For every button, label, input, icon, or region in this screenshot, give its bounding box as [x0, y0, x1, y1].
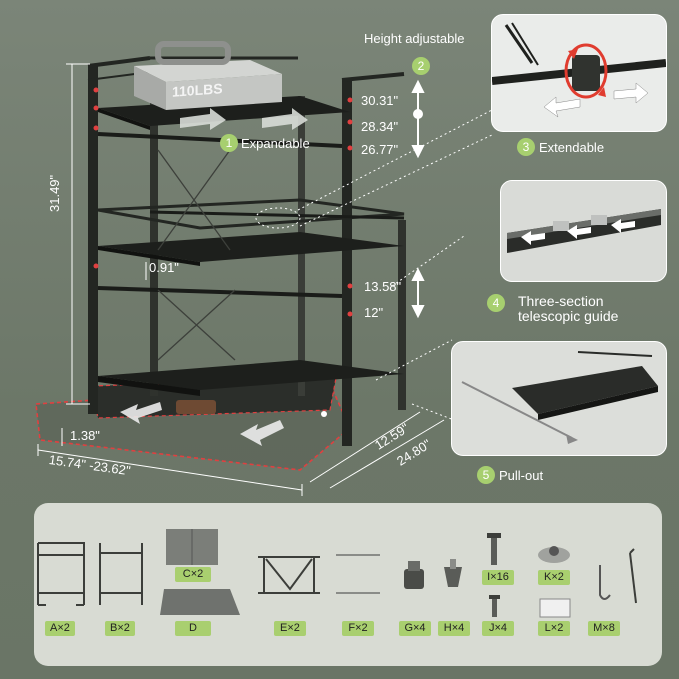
part-h-label: H×4 [438, 621, 470, 636]
parts-drawings [37, 529, 637, 618]
part-e-label: E×2 [274, 621, 306, 636]
badge-4: 4 [487, 294, 505, 312]
extendable-label: Extendable [539, 140, 605, 155]
extendable-detail-panel [491, 14, 667, 132]
part-d-label: D [175, 621, 211, 636]
parts-list-panel: A×2 B×2 C×2 D E×2 F×2 G×4 H×4 I×16 J×4 K… [34, 503, 662, 666]
badge-2: 2 [412, 57, 430, 75]
part-m-label: M×8 [588, 621, 620, 636]
pull-out-detail-panel [451, 341, 667, 456]
weight-block [134, 41, 282, 110]
telescopic-label-line1: Three-section [518, 293, 604, 309]
expandable-label: Expandable [241, 136, 310, 151]
part-l-label: L×2 [538, 621, 570, 636]
height-adjust-arrows [411, 79, 425, 319]
badge-1: 1 [220, 134, 238, 152]
part-c-label: C×2 [175, 567, 211, 582]
drawer-thickness-dim: 1.38" [70, 428, 100, 443]
expand-arrows-icon [180, 108, 308, 130]
part-g-label: G×4 [399, 621, 431, 636]
badge-5: 5 [477, 466, 495, 484]
part-j-label: J×4 [482, 621, 514, 636]
part-b-label: B×2 [105, 621, 135, 636]
telescopic-guide-panel [500, 180, 667, 282]
shelf-height-1: 30.31" [361, 93, 399, 108]
lower-height-2: 12" [364, 305, 384, 320]
shelf-height-2: 28.34" [361, 119, 399, 134]
pull-out-label: Pull-out [499, 468, 544, 483]
shelf-height-3: 26.77" [361, 142, 399, 157]
badge-3: 3 [517, 138, 535, 156]
part-k-label: K×2 [538, 570, 570, 585]
middle-thickness-dim: 0.91" [149, 260, 179, 275]
part-f-label: F×2 [342, 621, 374, 636]
telescopic-label-line2: telescopic guide [518, 308, 619, 324]
lower-height-1: 13.58" [364, 279, 402, 294]
height-adjustable-label: Height adjustable [364, 31, 465, 46]
part-i-label: I×16 [482, 570, 514, 585]
part-a-label: A×2 [45, 621, 75, 636]
total-height-dim: 31.49" [47, 174, 62, 212]
